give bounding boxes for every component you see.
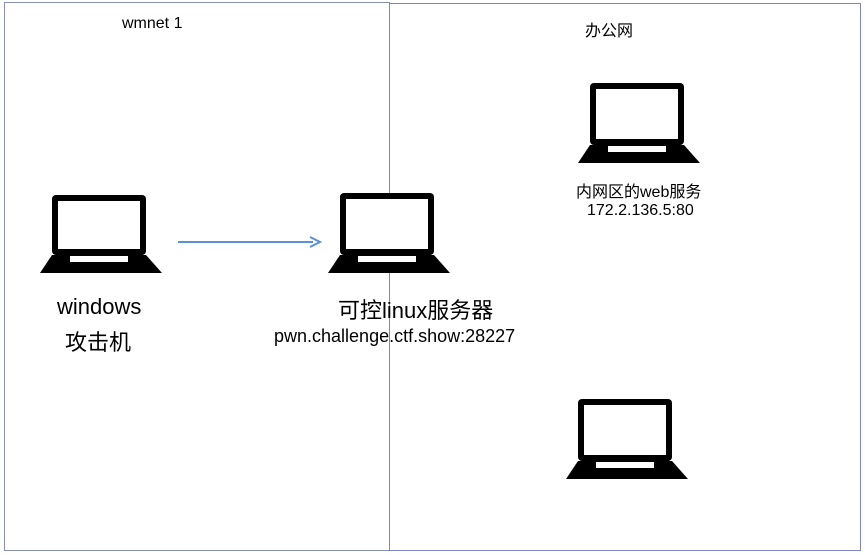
attacker-role-label: 攻击机 xyxy=(65,330,132,355)
server-title: 可控linux服务器 xyxy=(338,298,494,323)
zone-office-label: 办公网 xyxy=(585,23,634,40)
laptop-icon xyxy=(578,81,700,165)
zone-wmnet1-label: wmnet 1 xyxy=(122,15,183,32)
web-service-address: 172.2.136.5:80 xyxy=(587,202,694,219)
web-service-title: 内网区的web服务 xyxy=(576,184,702,201)
attacker-os-label: windows xyxy=(57,294,142,319)
laptop-icon xyxy=(328,191,450,275)
zone-office-network xyxy=(389,3,861,551)
laptop-icon xyxy=(40,193,162,275)
laptop-icon xyxy=(566,397,688,481)
server-address: pwn.challenge.ctf.show:28227 xyxy=(274,326,516,346)
